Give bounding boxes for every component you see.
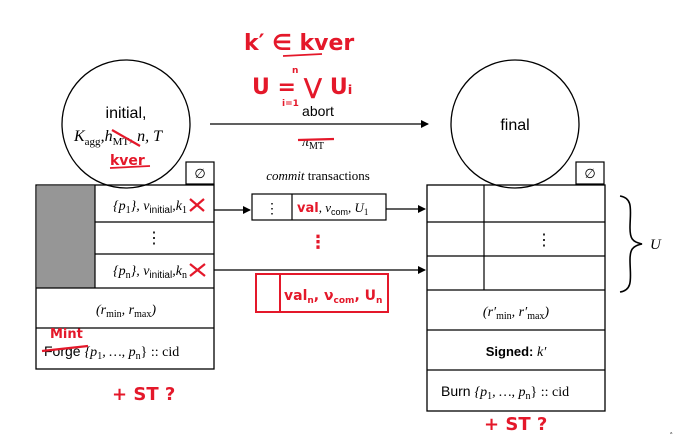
range-left: (rmin, rmax) [96, 303, 156, 320]
final-dots: ⋮ [536, 232, 552, 249]
empty-badge-right [575, 161, 605, 185]
burn-row: Burn {p1, …, pn} :: cid [441, 383, 569, 402]
strike-forge [41, 344, 89, 353]
participant-dots: ⋮ [146, 230, 162, 247]
final-circle-title: final [500, 117, 529, 134]
annotated-box [255, 273, 389, 313]
commit-dots: ⋮ [265, 202, 279, 217]
plus-st-left: + ST ? [112, 384, 175, 405]
mint-annotation: Mint [50, 327, 83, 342]
range-right: (r′min, r′max) [483, 305, 549, 322]
commit-box [251, 193, 387, 221]
kver-annotation-left: kver [110, 153, 145, 169]
commit-transactions-label: commit transactions [266, 168, 370, 183]
initial-circle-title: initial, [106, 105, 147, 122]
participant-row-n: {pn}, νinitial,kn [113, 264, 187, 281]
page-mark: ﾞ [670, 432, 675, 442]
initial-state-box [35, 184, 215, 370]
strike-hmt [111, 129, 141, 147]
union-upper: n [292, 66, 298, 76]
empty-symbol-right: ∅ [584, 166, 595, 181]
shaded-block [37, 186, 95, 288]
annotated-entry: valn, νcom, Un [284, 288, 382, 306]
plus-st-right: + ST ? [484, 414, 547, 435]
abort-label: abort [302, 103, 334, 119]
final-state-box [426, 184, 606, 412]
strike-pi [297, 137, 335, 142]
forge-row: Forge{p1, …, pn} :: cid [44, 343, 179, 362]
initial-circle-params: Kagg,hMT, n, T [73, 128, 163, 148]
initial-state-circle [61, 59, 191, 189]
pi-mt-label: πMT [302, 135, 324, 152]
signed-row: Signed: k′ [486, 344, 547, 360]
union-lower: i=1 [282, 99, 299, 109]
empty-badge-left [185, 161, 215, 185]
mid-dots: ⋮ [309, 232, 327, 253]
u-brace-label: U [650, 237, 662, 253]
strike-k1 [189, 198, 205, 212]
u-union-formula: U = ⋁ Uᵢ [252, 75, 353, 100]
participant-row-1: {p1}, νinitial,k1 [113, 199, 187, 216]
kprime-in-kver: k′ ∈ kver [244, 31, 354, 56]
final-state-circle [450, 59, 580, 189]
strike-kn [189, 263, 206, 277]
kver-underline [109, 165, 151, 169]
commit-entry: val, νcom, U1 [297, 200, 368, 217]
empty-symbol-left: ∅ [194, 166, 205, 181]
u-brace [619, 195, 643, 293]
